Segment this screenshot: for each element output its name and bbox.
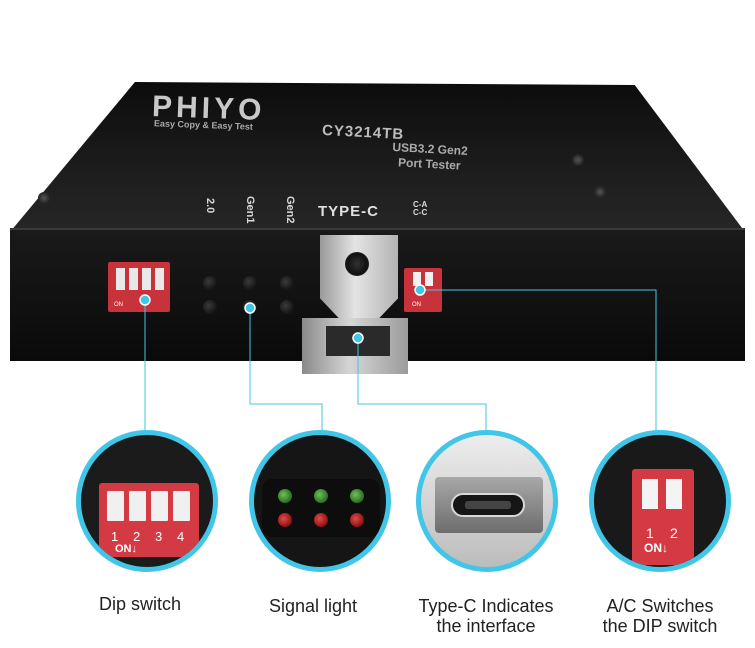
port-label: TYPE-C (318, 203, 380, 220)
caption-ac-switch: A/C Switches the DIP switch (602, 596, 718, 636)
callout-ac-switch: 1 2 ON↓ (589, 430, 731, 572)
device-dip-switch: ON (108, 262, 170, 312)
device-led (203, 276, 217, 290)
dip-switch-icon: 1 2 3 4 ON↓ (99, 483, 199, 557)
device-led (280, 300, 294, 314)
screw-icon (345, 252, 369, 276)
dip-switch-icon: 1 2 ON↓ (632, 469, 694, 565)
caption-dip-switch: Dip switch (98, 594, 182, 614)
ac-switch-label: C-A C-C (413, 200, 428, 217)
caption-type-c: Type-C Indicates the interface (418, 596, 554, 636)
device-led (280, 276, 294, 290)
callout-dip-switch: 1 2 3 4 ON↓ (76, 430, 218, 572)
screw-icon (594, 186, 606, 198)
screw-icon (572, 154, 584, 166)
screw-icon (38, 192, 50, 204)
cable-connector-plate (320, 235, 398, 323)
caption-signal-light: Signal light (268, 596, 358, 616)
device-led (203, 300, 217, 314)
led-icon (262, 479, 380, 537)
device-led (243, 276, 257, 290)
device-top-panel (10, 82, 745, 232)
callout-signal-light (249, 430, 391, 572)
callout-type-c (416, 430, 558, 572)
